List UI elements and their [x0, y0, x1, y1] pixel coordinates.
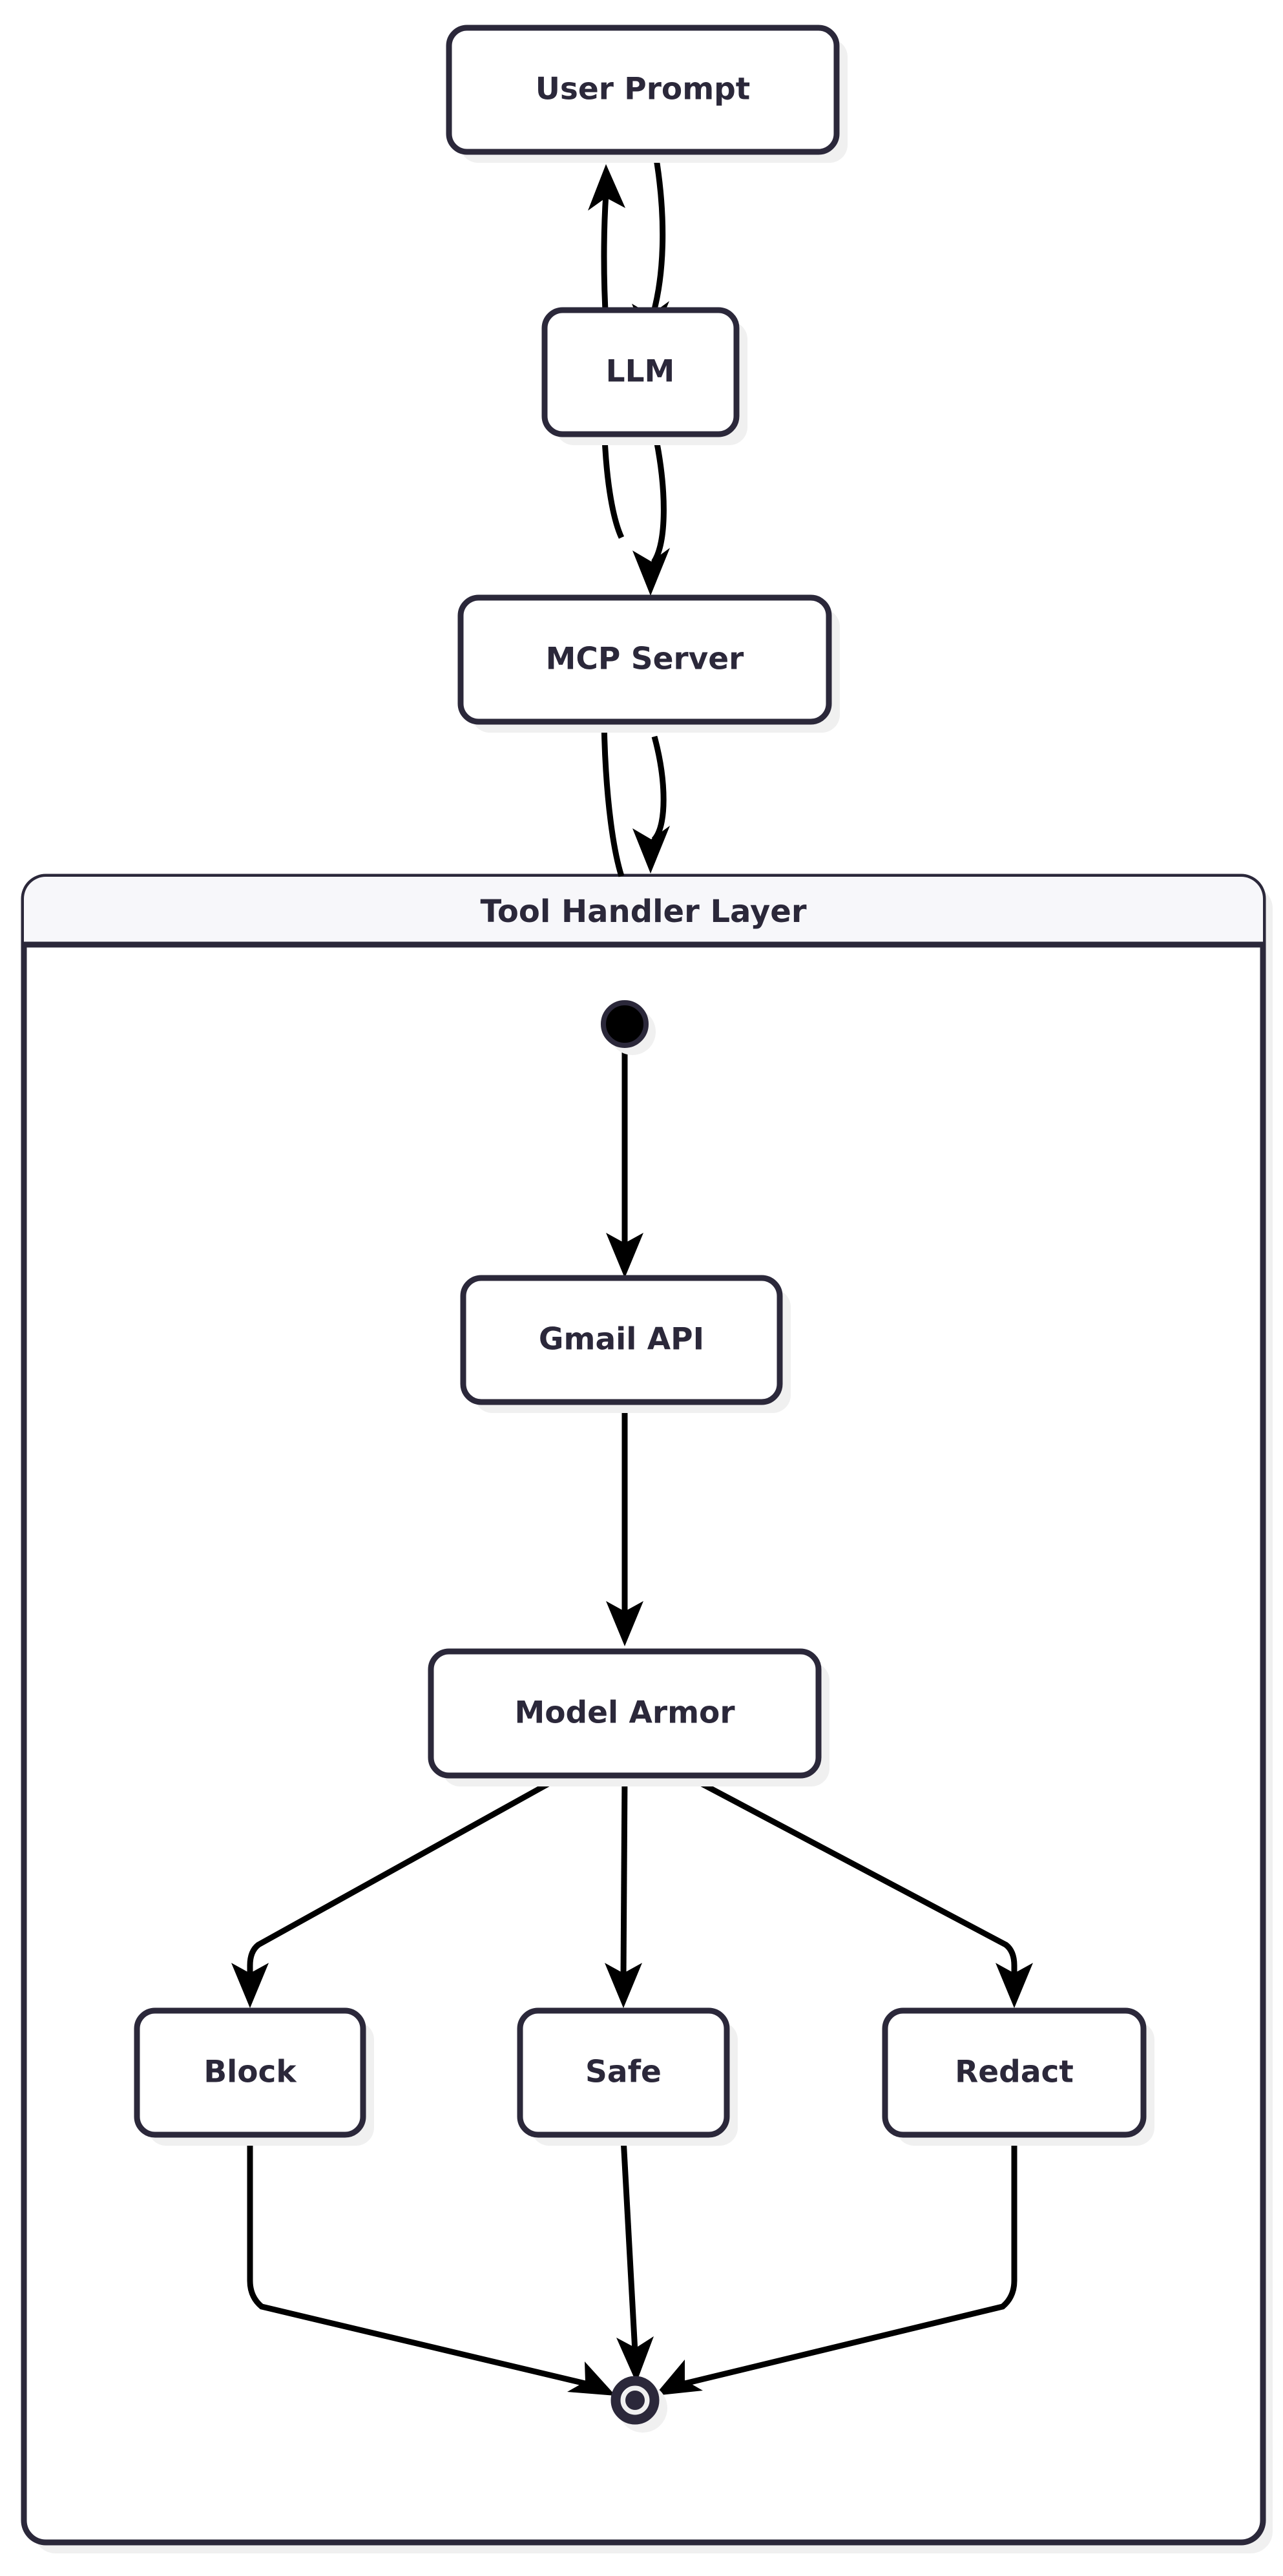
- node-redact-box: [882, 2007, 1147, 2138]
- edge-block-to-end: [247, 2139, 616, 2396]
- edge-model-armor-to-safe: [605, 1775, 642, 2008]
- end-ring-icon: [610, 2376, 660, 2425]
- node-mcp-server-box: [457, 594, 832, 725]
- node-gmail-api[interactable]: Gmail API: [460, 1275, 791, 1413]
- edge-llm-to-mcp: [632, 436, 670, 596]
- edge-redact-to-end: [654, 2139, 1017, 2396]
- node-model-armor-label: Model Armor: [514, 1695, 735, 1731]
- edge-mcp-to-cluster: [632, 735, 670, 874]
- edge-safe-to-end: [616, 2138, 654, 2383]
- node-safe-label: Safe: [585, 2055, 662, 2090]
- node-user-prompt-box: [446, 25, 840, 155]
- node-redact[interactable]: Redact: [882, 2007, 1154, 2146]
- node-user-prompt-label: User Prompt: [536, 72, 751, 107]
- node-block-box: [134, 2007, 366, 2138]
- edge-gmail-api-to-model-armor: [606, 1402, 643, 1646]
- node-block-label: Block: [203, 2055, 297, 2090]
- start-circle-icon: [601, 1000, 649, 1048]
- cluster-title: Tool Handler Layer: [481, 894, 807, 930]
- node-safe-box: [517, 2007, 730, 2138]
- node-llm-box: [541, 307, 740, 437]
- node-model-armor-box: [428, 1648, 822, 1779]
- node-mcp-server-label: MCP Server: [546, 642, 744, 677]
- node-user-prompt[interactable]: User Prompt: [446, 25, 848, 163]
- node-model-armor[interactable]: Model Armor: [428, 1648, 829, 1786]
- edge-start-to-gmail-api: [606, 1047, 643, 1278]
- edge-model-armor-to-redact: [684, 1773, 1033, 2008]
- node-mcp-server[interactable]: MCP Server: [457, 594, 840, 733]
- node-gmail-api-label: Gmail API: [539, 1322, 704, 1357]
- node-end-state[interactable]: [610, 2376, 667, 2433]
- node-block[interactable]: Block: [134, 2007, 374, 2146]
- node-redact-label: Redact: [955, 2055, 1074, 2090]
- end-dot-icon: [625, 2391, 645, 2410]
- node-llm[interactable]: LLM: [541, 307, 747, 445]
- node-gmail-api-box: [460, 1275, 783, 1405]
- cluster-header-band: [24, 877, 1263, 945]
- node-end-shadow: [618, 2383, 667, 2433]
- node-safe[interactable]: Safe: [517, 2007, 738, 2146]
- node-start-state[interactable]: [601, 1000, 656, 1055]
- node-llm-label: LLM: [606, 354, 675, 390]
- edge-model-armor-to-block: [231, 1773, 565, 2008]
